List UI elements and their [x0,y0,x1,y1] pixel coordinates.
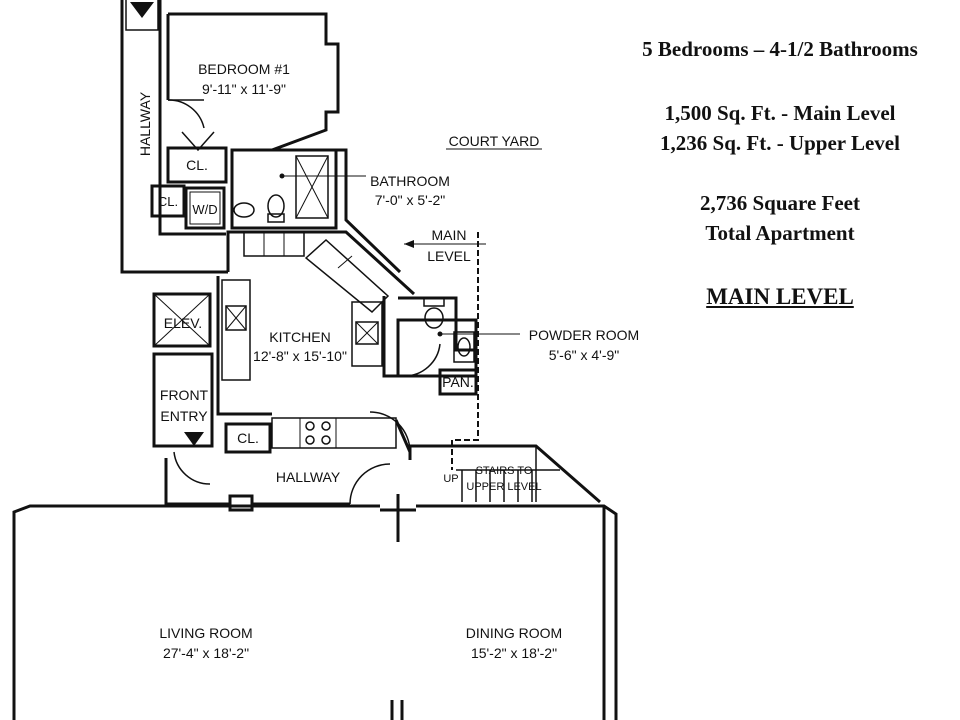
powder-sink-icon [457,337,471,357]
front-entry-box [152,352,214,448]
bedroom-door-swing [167,99,205,129]
powder-room-label: POWDER ROOM [529,327,639,343]
elevator-box [152,292,212,348]
stairs-label-2: UPPER LEVEL [466,481,541,493]
bedroom-dims: 9'-11" x 11'-9" [202,81,286,97]
kitchen-top-wall [226,230,416,296]
washer-dryer-label: W/D [192,202,217,217]
level-heading-panel: MAIN LEVEL [600,282,960,312]
washer-dryer-box [184,186,226,230]
closet-1-door [181,131,215,152]
main-level-arrow-icon [404,240,414,248]
pantry-box [438,368,478,396]
info-panel: 5 Bedrooms – 4-1/2 Bathrooms [600,34,960,64]
closet-1-label: CL. [186,157,208,173]
sink-icon [233,202,255,218]
burner-3 [305,435,315,445]
main-level-boundary [451,232,479,470]
column-1 [228,494,254,512]
dining-room-label: DINING ROOM [466,625,562,641]
kitchen-sink-diag-b [225,305,247,331]
stairs-up-label: UP [443,473,458,485]
entry-arrow-icon [130,2,154,18]
powder-room-dims: 5'-6" x 4'-9" [549,347,620,363]
upper-level-sqft: 1,236 Sq. Ft. - Upper Level [660,131,900,155]
court-yard-label: COURT YARD [449,133,540,149]
burner-1 [305,421,315,431]
hallway-bottom-left [164,458,230,506]
angled-counter-div [337,255,353,269]
living-room-label: LIVING ROOM [159,625,252,641]
pantry-label: PAN. [442,374,474,390]
toilet-icon [267,194,285,218]
dining-room-wall [416,504,618,720]
main-level-label-2: LEVEL [427,248,471,264]
powder-room-box [396,318,478,378]
total-label: Total Apartment [705,221,855,245]
toilet-tank [267,213,285,223]
living-room-dims: 27'-4" x 18'-2" [163,645,249,661]
front-entry-arrow-icon [184,432,204,446]
main-level-sqft: 1,500 Sq. Ft. - Main Level [664,101,896,125]
bedrooms-baths-text: 5 Bedrooms – 4-1/2 Bathrooms [642,37,918,61]
bedroom-label: BEDROOM #1 [198,61,290,77]
hallway-right-wall [408,444,452,460]
counter-1 [243,231,305,257]
kitchen-right-counter [351,301,383,367]
bedroom-wall [168,12,340,228]
kitchen-door-leaf [394,419,412,453]
shower-diagonal-2 [295,155,329,219]
bath-outer-wall [336,148,402,274]
elevator-diag-b [153,293,211,347]
hallway-vertical-label: HALLWAY [137,91,153,156]
stair-tread-7 [547,455,587,491]
kitchen-appliance-diag-b [355,321,379,345]
hallway-outer-wall [120,0,228,274]
hallway-door-swing [349,463,391,505]
bathroom-dims: 7'-0" x 5'-2" [375,192,446,208]
range-counter [271,417,397,449]
stairs-label-1: STAIRS TO [476,465,533,477]
closet-2 [150,184,186,218]
elevator-label: ELEV. [164,315,202,331]
kitchen-left-wall [216,276,272,416]
hallway-label: HALLWAY [276,469,341,485]
closet-3-label: CL. [237,430,259,446]
top-door-frame [125,0,159,31]
hallway-inner-wall [158,0,226,236]
total-sqft: 2,736 Square Feet [699,191,860,215]
washer-dryer-inner [189,191,221,225]
cross-column [380,494,416,542]
kitchen-right-wall [382,296,400,378]
kitchen-dims: 12'-8" x 15'-10" [253,348,347,364]
main-level-label-1: MAIN [432,227,467,243]
sqft-panel: 1,500 Sq. Ft. - Main Level 1,236 Sq. Ft.… [600,98,960,158]
kitchen-appliance [355,321,379,345]
kitchen-sink [225,305,247,331]
shower-stall [295,155,329,219]
angled-counter [304,238,390,314]
level-heading: MAIN LEVEL [706,284,854,309]
dining-room-dims: 15'-2" x 18'-2" [471,645,557,661]
bathroom-wall [230,148,338,230]
kitchen-left-counter [221,279,251,381]
front-entry-label-1: FRONT [160,387,209,403]
living-room-wall [12,504,380,720]
front-entry-door-swing [173,451,211,485]
powder-toilet-tank [423,297,445,307]
bathroom-label: BATHROOM [370,173,450,189]
total-panel: 2,736 Square Feet Total Apartment [600,188,960,248]
center-column [390,700,404,720]
powder-sink-counter [453,331,475,363]
powder-door-swing [403,343,441,377]
kitchen-label: KITCHEN [269,329,330,345]
front-entry-label-2: ENTRY [160,408,208,424]
burner-4 [321,435,331,445]
burner-2 [321,421,331,431]
closet-3 [224,422,272,454]
closet-2-label: CL. [158,194,178,209]
powder-toilet-icon [424,307,444,329]
